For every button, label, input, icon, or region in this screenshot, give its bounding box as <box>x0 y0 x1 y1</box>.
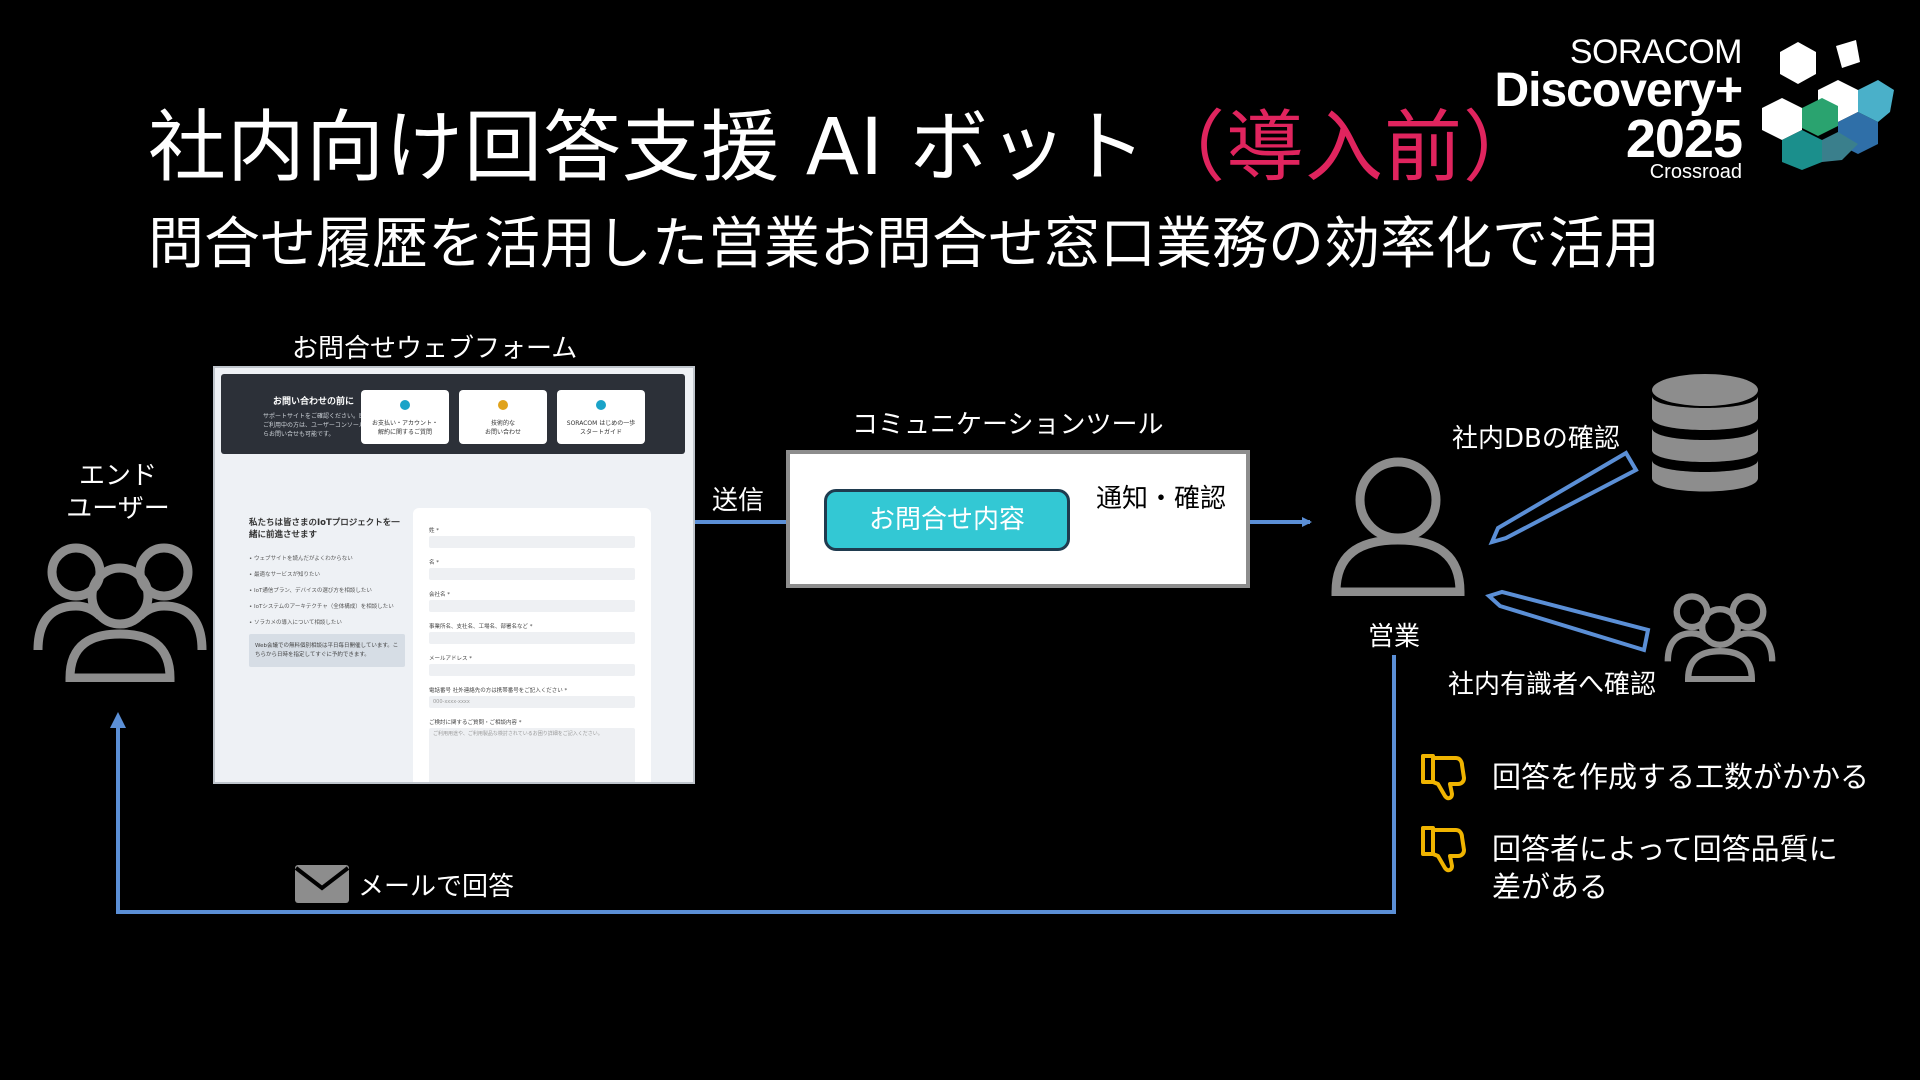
department-field[interactable] <box>429 632 635 644</box>
form-header-title: お問い合わせの前に <box>273 397 355 407</box>
experts-group-icon <box>1664 593 1776 682</box>
form-card-billing[interactable]: お支払い・アカウント・ 解約に関するご質問 <box>361 390 449 444</box>
comm-tool-label: コミュニケーションツール <box>852 410 1164 440</box>
form-card-label: お支払い・アカウント・ 解約に関するご質問 <box>371 420 438 436</box>
notify-label: 通知・確認 <box>1096 484 1227 514</box>
form-bullet: • ソラカメの導入について相談したい <box>249 619 342 626</box>
mail-icon <box>294 865 350 903</box>
logo-line-4: Crossroad <box>1649 161 1742 184</box>
end-user-label-1: エンド <box>78 461 157 491</box>
field-label: 会社名 * <box>429 592 450 598</box>
logo-line-3: 2025 <box>1625 108 1743 169</box>
thumbs-down-icon <box>1421 754 1466 801</box>
field-label: 事業所名、支社名、工場名、部署名など * <box>429 624 533 630</box>
field-label: 姓 * <box>429 528 439 534</box>
field-label: メールアドレス * <box>429 656 472 662</box>
field-label: 名 * <box>429 560 439 566</box>
form-card-guide[interactable]: SORACOM はじめの一歩 スタートガイド <box>557 390 645 444</box>
reply-line <box>116 655 1396 914</box>
clock-icon <box>400 400 410 410</box>
thumbs-down-icon <box>1421 826 1466 873</box>
form-bullet: • 最適なサービスが知りたい <box>249 571 321 578</box>
email-field[interactable] <box>429 664 635 676</box>
logo-line-2: Discovery+ <box>1494 64 1743 118</box>
sales-person-icon <box>1331 457 1465 596</box>
database-icon <box>1652 374 1758 492</box>
wrench-icon <box>498 400 508 410</box>
web-form-screenshot: お問い合わせの前に サポートサイトをご確認ください。既にご利用中の方は、ユーザー… <box>213 366 695 784</box>
form-card-technical[interactable]: 技術的な お問い合わせ <box>459 390 547 444</box>
form-bullet: • IoTシステムのアーキテクチャ（全体構成）を相談したい <box>249 603 394 610</box>
users-group-icon <box>33 543 207 682</box>
inquiry-placeholder: ご利用用途や、ご利用製品な検討されているお困り詳細をご記入ください。 <box>433 731 603 737</box>
end-user-label: エンド ユーザー <box>58 460 178 527</box>
form-header-desc: サポートサイトをご確認ください。既にご利用中の方は、ユーザーコンソールからお問い… <box>263 413 372 438</box>
end-user-label-2: ユーザー <box>66 494 170 525</box>
form-intro-heading: 私たちは皆さまのIoTプロジェクトを一緒に前進させます <box>249 518 400 540</box>
concern-text-2: 差がある <box>1492 870 1609 904</box>
slide-title-accent: （導入前） <box>1146 103 1542 193</box>
concern-text: 回答者によって回答品質に <box>1492 832 1838 866</box>
reply-arrowhead <box>110 712 126 728</box>
form-bullet: • IoT通信プラン、デバイスの選び方を相談したい <box>249 587 372 594</box>
inquiry-textarea[interactable]: ご利用用途や、ご利用製品な検討されているお困り詳細をご記入ください。 <box>429 728 635 782</box>
expert-check-label: 社内有識者へ確認 <box>1448 670 1657 700</box>
inquiry-content-pill: お問合せ内容 <box>824 489 1070 551</box>
event-logo-mark <box>1762 40 1894 170</box>
mail-reply-label: メールで回答 <box>358 872 515 902</box>
phone-placeholder: 000-xxxx-xxxx <box>433 699 470 705</box>
last-name-field[interactable] <box>429 536 635 548</box>
slide-title: 社内向け回答支援 AI ボット（導入前） <box>148 103 1542 193</box>
form-card-label: SORACOM はじめの一歩 スタートガイド <box>566 420 636 436</box>
logo-line-1: SORACOM <box>1569 33 1743 71</box>
slide-title-main: 社内向け回答支援 AI ボット <box>148 103 1147 193</box>
company-field[interactable] <box>429 600 635 612</box>
first-name-field[interactable] <box>429 568 635 580</box>
concern-text: 回答を作成する工数がかかる <box>1492 760 1870 794</box>
form-bullet: • ウェブサイトを読んだがよくわからない <box>249 555 353 562</box>
db-check-arrow <box>1488 450 1639 546</box>
expert-check-arrow <box>1485 589 1651 653</box>
help-icon <box>596 400 606 410</box>
form-card-label: 技術的な お問い合わせ <box>484 420 521 436</box>
field-label: ご検討に関するご質問・ご相談内容 * <box>429 720 522 726</box>
db-check-label: 社内DBの確認 <box>1452 424 1620 454</box>
send-label: 送信 <box>712 486 765 516</box>
form-intro: 私たちは皆さまのIoTプロジェクトを一緒に前進させます • ウェブサイトを読んだ… <box>249 518 405 668</box>
form-header: お問い合わせの前に サポートサイトをご確認ください。既にご利用中の方は、ユーザー… <box>221 374 685 454</box>
form-notice: Web会議での無料個別相談は平日毎日開催しています。こちらから日時を指定してすぐ… <box>249 633 405 668</box>
slide-subtitle: 問合せ履歴を活用した営業お問合せ窓口業務の効率化で活用 <box>148 212 1660 277</box>
phone-field[interactable]: 000-xxxx-xxxx <box>429 696 635 708</box>
event-logo-text: SORACOM Discovery+ 2025 Crossroad <box>1494 33 1743 184</box>
sales-label: 営業 <box>1368 622 1421 652</box>
web-form-label: お問合せウェブフォーム <box>292 334 578 364</box>
form-fields: 姓 * 名 * 会社名 * 事業所名、支社名、工場名、部署名など * メールアド… <box>413 508 651 782</box>
field-label: 電話番号 社外連絡先の方は携帯番号をご記入ください * <box>429 688 568 694</box>
